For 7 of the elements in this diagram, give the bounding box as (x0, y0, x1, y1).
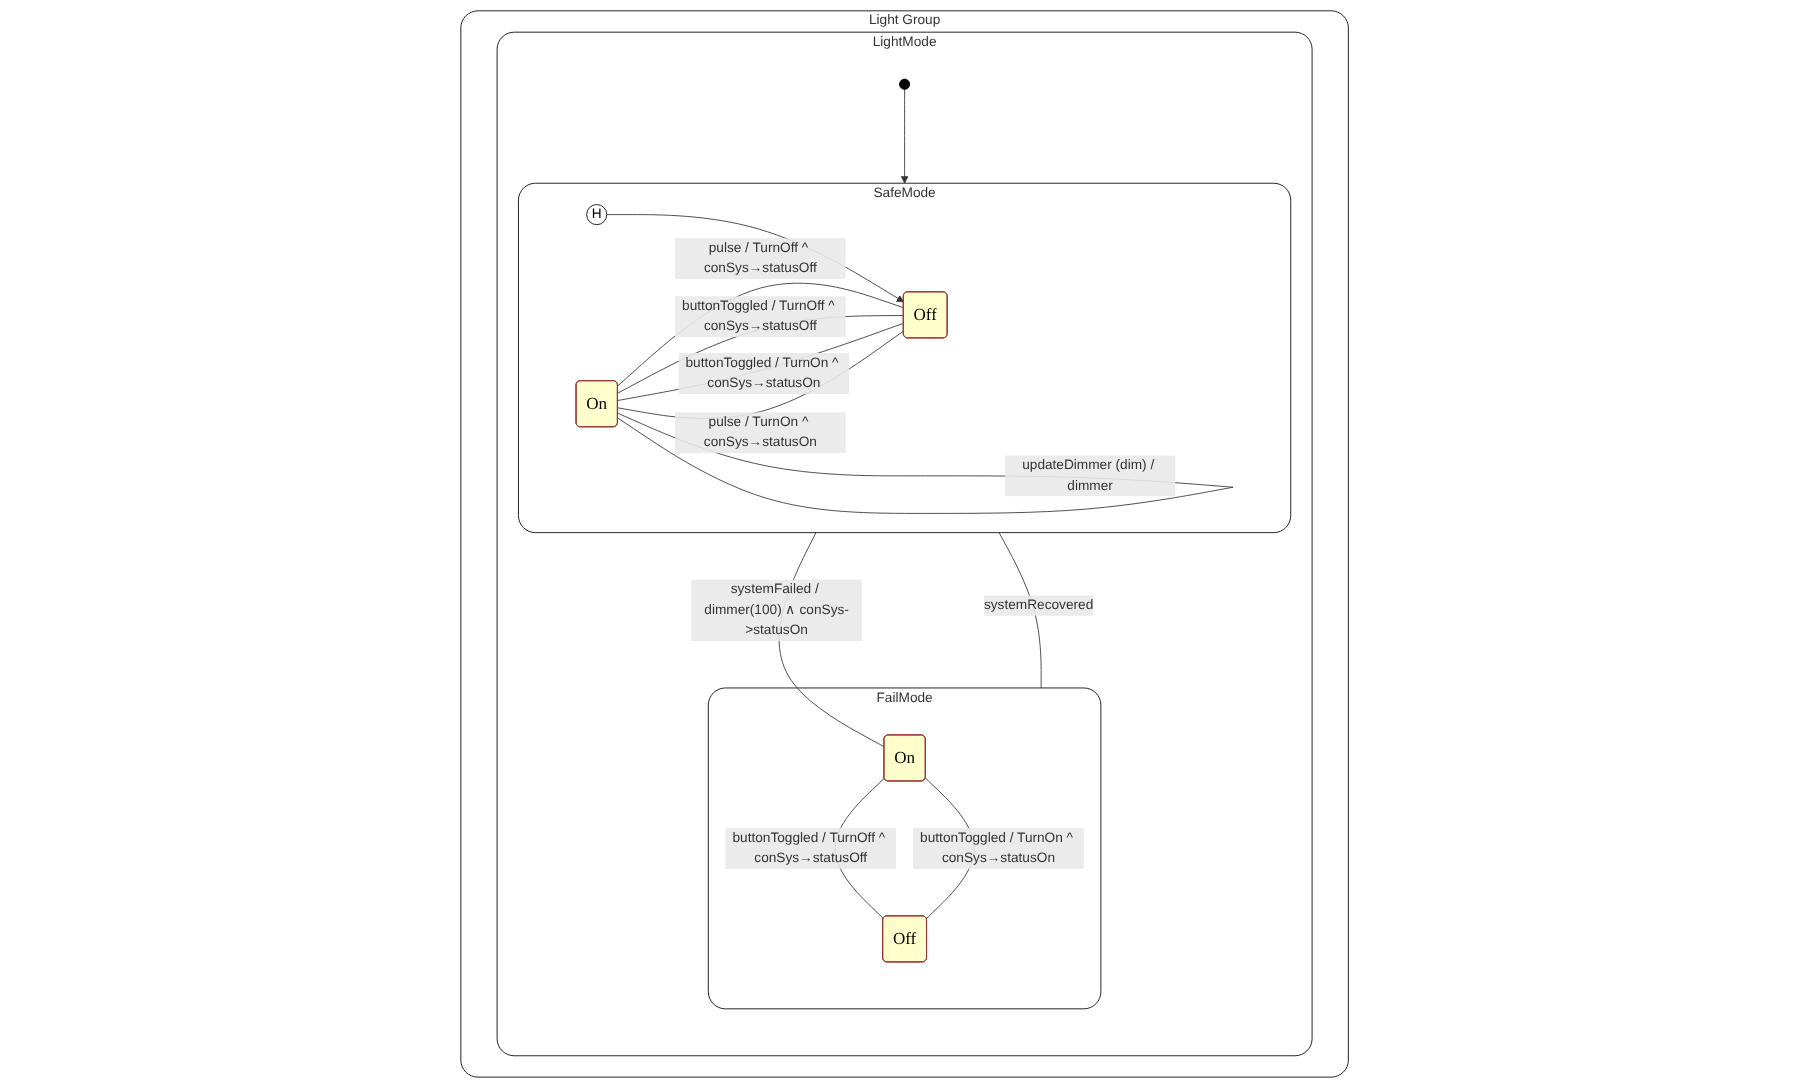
state-box: On (575, 380, 618, 428)
initial-state-dot (898, 78, 910, 90)
state-box: On (882, 734, 926, 782)
state-box: Off (881, 915, 927, 963)
transition-line (616, 417, 1233, 514)
state-box: Off (902, 291, 947, 339)
transition-line (998, 532, 1041, 689)
